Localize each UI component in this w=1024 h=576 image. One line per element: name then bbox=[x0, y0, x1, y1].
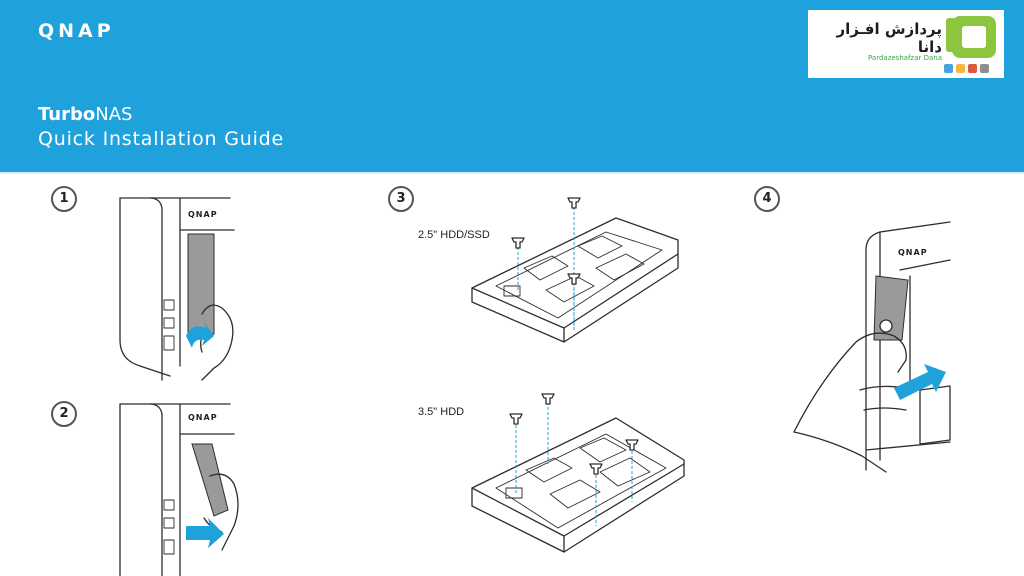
product-name-bold: Turbo bbox=[38, 104, 96, 125]
tray-small-label: 2.5" HDD/SSD bbox=[418, 229, 490, 241]
step-1-illustration bbox=[119, 197, 235, 381]
partner-color-square bbox=[944, 64, 953, 73]
step-4-device-logo: QNAP bbox=[898, 248, 928, 257]
step-2-badge: 2 bbox=[51, 401, 77, 427]
page-title: Quick Installation Guide bbox=[38, 128, 285, 150]
tray-large-illustration bbox=[471, 393, 685, 553]
tray-large-label: 3.5" HDD bbox=[418, 406, 465, 418]
partner-logo: پردازش افـزار دانا Pardazeshafzar Dana bbox=[808, 10, 1004, 78]
step-4-illustration bbox=[793, 221, 951, 473]
step-2-device-logo: QNAP bbox=[188, 413, 218, 422]
step-1-badge: 1 bbox=[51, 186, 77, 212]
partner-subtitle: Pardazeshafzar Dana bbox=[868, 54, 942, 62]
partner-color-square bbox=[968, 64, 977, 73]
partner-color-square bbox=[956, 64, 965, 73]
step-1-device-logo: QNAP bbox=[188, 210, 218, 219]
partner-emblem-icon bbox=[944, 16, 996, 73]
step-4-badge: 4 bbox=[754, 186, 780, 212]
step-3-badge: 3 bbox=[388, 186, 414, 212]
tray-small-illustration bbox=[471, 197, 679, 343]
brand-logo: QNAP bbox=[38, 20, 115, 42]
partner-name: پردازش افـزار دانا bbox=[836, 20, 942, 56]
header-divider bbox=[0, 172, 1024, 174]
step-2-illustration bbox=[119, 403, 239, 576]
product-name-rest: NAS bbox=[95, 104, 133, 125]
partner-color-square bbox=[980, 64, 989, 73]
product-name: TurboNAS bbox=[38, 104, 132, 125]
